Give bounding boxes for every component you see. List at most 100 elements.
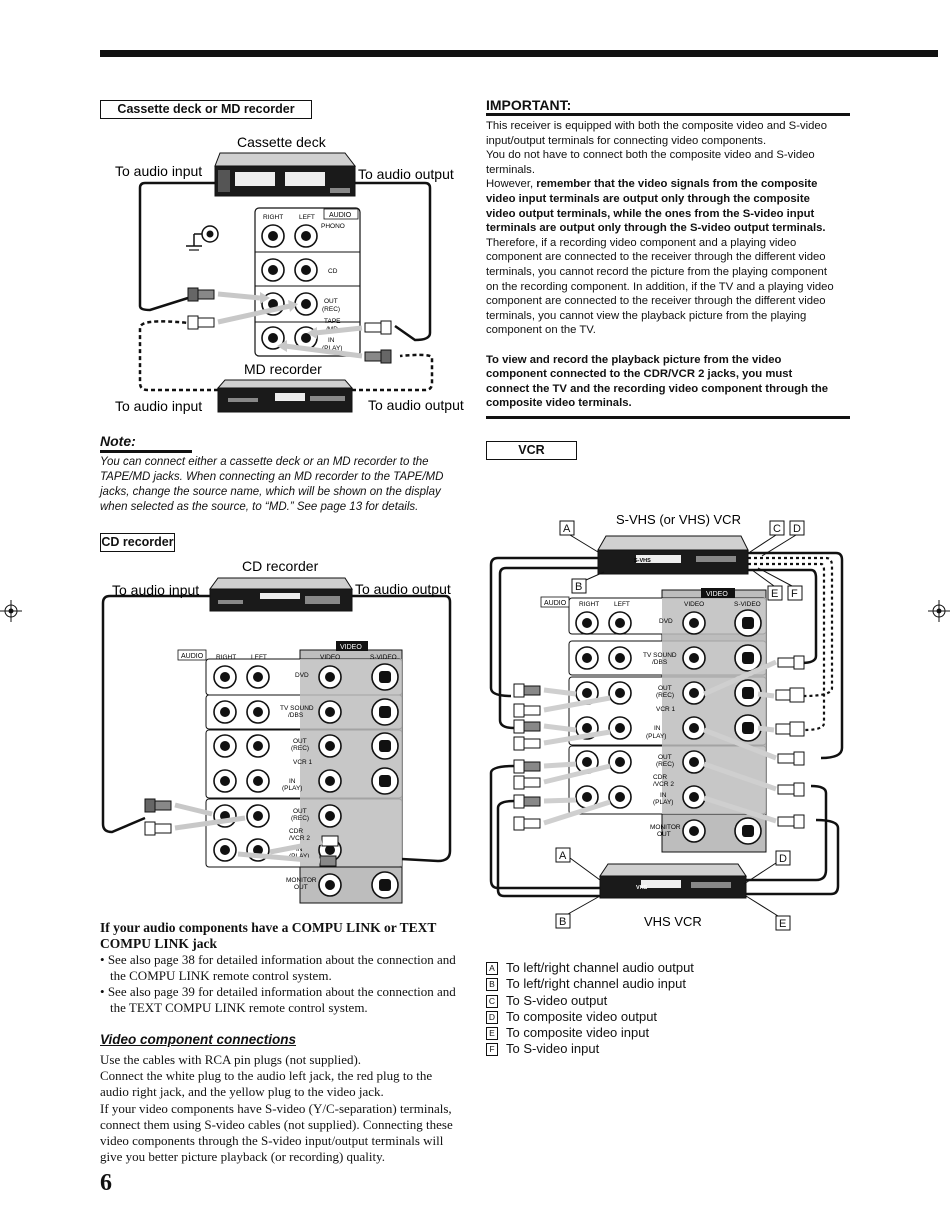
marker-d-bottom-label: D [779, 853, 787, 865]
important-run: terminals. [486, 163, 535, 176]
marker-b-bottom-label: B [559, 916, 566, 928]
legend-text: To S-video input [506, 1041, 600, 1057]
md-recorder-label: MD recorder [244, 361, 322, 377]
ground-terminal-icon [186, 225, 219, 251]
important-line: To view and record the playback picture … [486, 353, 854, 368]
legend-item: E To composite video input [486, 1025, 846, 1041]
cd-section-title: CD recorder [100, 533, 175, 552]
note-rule [100, 450, 192, 453]
cassette-panel-left: LEFT [299, 214, 315, 221]
marker-f-label: F [791, 588, 798, 600]
cd-panel-dbs: /DBS [288, 712, 304, 719]
legend-text: To S-video output [506, 992, 608, 1008]
important-line: terminals are output only through the S-… [486, 221, 854, 236]
vcr-panel-tvsound: TV SOUND [643, 652, 677, 659]
vcr-panel-out-1: OUT [658, 685, 672, 692]
svhs-vcr-label: S-VHS (or VHS) VCR [616, 512, 741, 527]
compu-bullet-cont: the TEXT COMPU LINK remote control syste… [110, 1000, 368, 1015]
cassette-panel-audio: AUDIO [329, 212, 352, 219]
important-text: This receiver is equipped with both the … [486, 119, 854, 411]
legend-key: F [486, 1043, 498, 1057]
marker-a-top [559, 520, 575, 536]
cd-to-audio-input: To audio input [112, 582, 199, 598]
vcr-panel-left: LEFT [614, 601, 630, 608]
svhs-vcr-device [597, 535, 749, 575]
legend-text: To left/right channel audio output [506, 960, 694, 975]
compu-bullet-cont: the COMPU LINK remote control system. [110, 968, 332, 983]
important-line: component are connected to the receiver … [486, 250, 854, 265]
vcr-panel-play-1: (PLAY) [646, 733, 666, 740]
marker-a-top-label: A [563, 523, 571, 535]
important-run: connect the TV and the recording video c… [486, 382, 829, 395]
marker-b-top [571, 578, 587, 594]
cable-cassette-input [138, 181, 215, 312]
cassette-panel-right: RIGHT [263, 214, 283, 221]
vcr-plugs-right [775, 655, 805, 829]
important-line: on the recording component. In addition,… [486, 280, 854, 295]
marker-d-bottom [775, 850, 791, 866]
cd-panel-svideo-col: S-VIDEO [370, 654, 397, 661]
legend-text: To composite video output [506, 1008, 658, 1024]
cd-panel-monitor: MONITOR [286, 877, 317, 884]
cd-panel-vcr1: VCR 1 [293, 759, 313, 766]
important-line: component are connected to the receiver … [486, 294, 854, 309]
vcr-panel-in-2: IN [660, 792, 667, 799]
vcr-panel-svideo-col: S-VIDEO [734, 601, 761, 608]
video-connections-text: Use the cables with RCA pin plugs (not s… [100, 1052, 470, 1165]
important-run: remember that the video signals from the… [536, 178, 818, 191]
vcr-panel-video: VIDEO [706, 591, 728, 598]
important-run: component are connected to the receiver … [486, 251, 826, 264]
note-line: TAPE/MD jacks. When connecting an MD rec… [100, 471, 444, 483]
vcr-panel-vcr2: /VCR 2 [653, 781, 674, 788]
important-run: Therefore, if a recording video componen… [486, 236, 797, 249]
important-line: terminals, you cannot view the playback … [486, 309, 854, 324]
registration-mark-left-icon [0, 600, 22, 622]
important-run: You do not have to connect both the comp… [486, 149, 815, 162]
vcr-panel-monitor-out: OUT [657, 831, 671, 838]
cassette-to-audio-output: To audio output [358, 166, 454, 182]
legend-item: F To S-video input [486, 1041, 846, 1057]
vcr-panel-rec-1: (REC) [656, 692, 674, 699]
marker-d-top [789, 520, 805, 536]
cassette-deck-label: Cassette deck [237, 134, 327, 150]
important-line: terminals, you cannot record the picture… [486, 265, 854, 280]
registration-mark-right-icon [928, 600, 950, 622]
legend-key: E [486, 1027, 498, 1041]
vcr-panel-cdr: CDR [653, 774, 667, 781]
vcr-panel-dvd: DVD [659, 618, 673, 625]
important-line: component connected to the CDR/VCR 2 jac… [486, 367, 854, 382]
cassette-plugs [187, 287, 392, 364]
cd-panel-left: LEFT [251, 654, 267, 661]
cd-panel-play-1: (PLAY) [282, 785, 302, 792]
cd-panel-in-1: IN [289, 778, 296, 785]
vcr-panel-play-2: (PLAY) [653, 799, 673, 806]
compu-bullet-text: See also page 38 for detailed informatio… [107, 952, 456, 967]
vcr-plugs-left [513, 683, 541, 831]
note-title: Note: [100, 433, 136, 449]
vhs-vcr-device [599, 863, 747, 899]
cd-recorder-diagram: AUDIO RIGHT LEFT VIDEO VIDEO S-VIDEO DVD… [101, 558, 452, 904]
compu-link-section: If your audio components have a COMPU LI… [100, 920, 470, 1016]
cd-panel-monitor-out: OUT [294, 884, 308, 891]
important-run: terminals are output only through the S-… [486, 222, 826, 235]
cd-panel-tvsound: TV SOUND [280, 705, 314, 712]
important-line: video input terminals are output only th… [486, 192, 854, 207]
legend-text: To composite video input [506, 1025, 650, 1041]
important-run: input/output terminals for connecting vi… [486, 134, 767, 147]
marker-d-top-label: D [793, 523, 801, 535]
important-line: You do not have to connect both the comp… [486, 148, 854, 163]
vhs-vcr-label: VHS VCR [644, 914, 702, 929]
important-line: connect the TV and the recording video c… [486, 382, 854, 397]
important-run: This receiver is equipped with both the … [486, 120, 827, 132]
cd-panel-video: VIDEO [340, 644, 362, 651]
note-line: when selected as the source, to “MD.” Se… [100, 501, 419, 513]
cd-arrows [174, 802, 323, 864]
vcr-panel-out-2: OUT [658, 754, 672, 761]
page-number: 6 [100, 1170, 112, 1196]
important-line: composite video terminals. [486, 396, 854, 411]
important-run: component are connected to the receiver … [486, 295, 826, 308]
cable-cd-output [347, 594, 452, 863]
